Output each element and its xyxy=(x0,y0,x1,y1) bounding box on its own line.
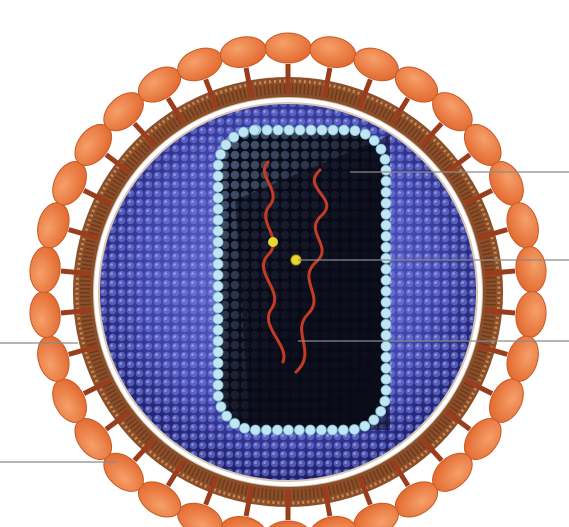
capsid-bead xyxy=(381,187,391,197)
spike-stalk xyxy=(61,310,91,313)
spike-stalk xyxy=(61,271,91,274)
capsid-bead xyxy=(369,136,379,146)
capsid-bead xyxy=(381,341,391,351)
capsid-bead xyxy=(238,127,248,137)
capsid-bead xyxy=(249,125,259,135)
capsid-bead xyxy=(295,125,305,135)
capsid-bead xyxy=(305,425,315,435)
capsid-bead xyxy=(376,144,386,154)
capsid-bead xyxy=(381,264,391,274)
capsid-bead xyxy=(213,369,223,379)
capsid-bead xyxy=(213,380,223,390)
capsid-bead xyxy=(381,385,391,395)
capsid-bead xyxy=(381,308,391,318)
capsid-bead xyxy=(381,198,391,208)
capsid-bead xyxy=(381,374,391,384)
capsid-bead xyxy=(213,325,223,335)
capsid-bead xyxy=(229,132,239,142)
capsid-bead xyxy=(213,303,223,313)
capsid-bead xyxy=(338,425,348,435)
capsid-bead xyxy=(381,176,391,186)
capsid-bead xyxy=(216,149,226,159)
capsid-bead xyxy=(381,297,391,307)
capsid-bead xyxy=(213,248,223,258)
capsid-bead xyxy=(213,336,223,346)
capsid-bead xyxy=(294,425,304,435)
capsid-bead xyxy=(317,125,327,135)
capsid-bead xyxy=(273,125,283,135)
capsid-bead xyxy=(213,270,223,280)
capsid-bead xyxy=(250,425,260,435)
spike-stalk xyxy=(485,271,515,274)
capsid-bead xyxy=(381,253,391,263)
capsid-bead xyxy=(381,275,391,285)
capsid-bead xyxy=(213,259,223,269)
capsid-bead xyxy=(213,237,223,247)
capsid-bead xyxy=(213,347,223,357)
capsid-bead xyxy=(306,125,316,135)
spike-head xyxy=(265,33,311,63)
capsid-bead xyxy=(213,182,223,192)
capsid-bead xyxy=(380,396,390,406)
capsid-bead xyxy=(213,226,223,236)
capsid-bead xyxy=(360,421,370,431)
capsid-bead xyxy=(213,204,223,214)
capsid-bead xyxy=(369,415,379,425)
capsid-bead xyxy=(216,402,226,412)
capsid-bead xyxy=(381,319,391,329)
capsid-bead xyxy=(316,425,326,435)
spike-stalk xyxy=(485,310,515,313)
capsid-bead xyxy=(213,292,223,302)
capsid-bead xyxy=(381,352,391,362)
capsid-bead xyxy=(349,424,359,434)
capsid-bead xyxy=(381,330,391,340)
capsid-bead xyxy=(213,281,223,291)
capsid-bead xyxy=(213,160,223,170)
capsid-bead xyxy=(380,154,390,164)
capsid-bead xyxy=(284,125,294,135)
capsid-bead xyxy=(283,425,293,435)
capsid-bead xyxy=(272,425,282,435)
capsid-bead xyxy=(221,140,231,150)
capsid-bead xyxy=(222,411,232,421)
capsid-bead xyxy=(261,425,271,435)
capsid-bead xyxy=(381,209,391,219)
capsid-bead xyxy=(360,129,370,139)
capsid-bead xyxy=(381,286,391,296)
capsid-bead xyxy=(327,425,337,435)
capsid-bead xyxy=(328,125,338,135)
enzyme-dot-1 xyxy=(268,237,278,247)
capsid-bead xyxy=(350,126,360,136)
capsid-bead xyxy=(339,125,349,135)
capsid-bead xyxy=(213,314,223,324)
capsid-bead xyxy=(262,125,272,135)
capsid-bead xyxy=(381,165,391,175)
capsid-bead xyxy=(213,193,223,203)
capsid-bead xyxy=(213,358,223,368)
capsid-bead xyxy=(381,231,391,241)
capsid-bead xyxy=(381,242,391,252)
capsid-bead xyxy=(381,220,391,230)
capsid-bead xyxy=(213,171,223,181)
capsid-bead xyxy=(213,391,223,401)
capsid-bead xyxy=(230,418,240,428)
capsid-bead xyxy=(376,406,386,416)
capsid-bead xyxy=(240,423,250,433)
capsid-bead xyxy=(213,215,223,225)
capsid-bead xyxy=(381,363,391,373)
